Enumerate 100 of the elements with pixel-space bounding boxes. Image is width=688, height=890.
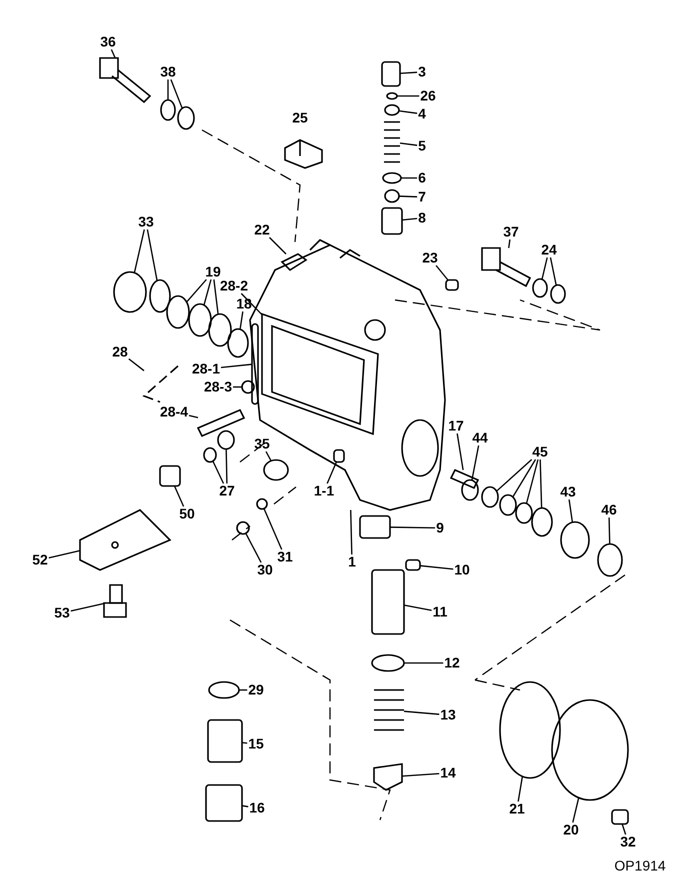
callout-number: 36: [99, 34, 117, 50]
callout-number: 12: [443, 656, 461, 670]
callout-number: 38: [159, 64, 177, 80]
dashed-bracket-line: [142, 365, 179, 403]
ring-drawing: [532, 278, 548, 298]
leader-line: [471, 445, 480, 480]
part-drawing: [103, 584, 127, 618]
part-drawing: [405, 559, 421, 571]
callout-number: 52: [31, 552, 49, 568]
leader-line: [174, 486, 184, 507]
leader-line: [48, 550, 80, 559]
callout-number: 3: [417, 64, 427, 80]
leader-line: [269, 237, 286, 254]
leader-line: [70, 602, 104, 612]
ring-drawing: [560, 521, 590, 559]
leader-line: [350, 510, 352, 555]
drawing-number: OP1914: [613, 858, 667, 874]
ring-drawing: [217, 430, 235, 450]
ring-drawing: [208, 681, 240, 699]
leader-line: [128, 358, 144, 372]
callout-number: 16: [248, 800, 266, 816]
ring-drawing: [149, 279, 171, 313]
leader-line: [220, 364, 252, 368]
leader-line: [167, 80, 169, 100]
leader-line: [420, 565, 454, 570]
ring-drawing: [597, 543, 623, 577]
part-drawing: [481, 247, 532, 288]
leader-line: [242, 742, 248, 744]
part-drawing: [381, 61, 401, 87]
callout-number: 33: [137, 214, 155, 230]
ring-drawing: [551, 699, 629, 801]
leader-line: [212, 460, 224, 484]
callout-number: 11: [432, 604, 448, 620]
ring-drawing: [371, 654, 405, 672]
leader-line: [146, 229, 158, 281]
part-drawing: [159, 465, 181, 487]
leader-line: [496, 459, 532, 492]
leader-line: [233, 386, 242, 388]
leader-line: [540, 459, 542, 508]
leader-line: [572, 798, 580, 823]
callout-number: 6: [417, 170, 427, 186]
part-drawing: [79, 509, 172, 571]
leader-line: [518, 776, 524, 802]
part-drawing: [445, 279, 459, 291]
callout-number: 22: [253, 222, 271, 238]
ring-drawing: [461, 479, 479, 501]
leader-line: [436, 265, 448, 280]
ring-drawing: [499, 681, 561, 779]
callout-number: 1-1: [312, 484, 336, 498]
callout-number: 37: [502, 224, 520, 240]
leader-line: [622, 824, 626, 835]
leader-line: [541, 257, 548, 280]
ring-drawing: [384, 104, 400, 116]
ring-drawing: [227, 328, 249, 358]
callout-number: 30: [256, 562, 274, 578]
callout-number: 20: [562, 822, 580, 838]
callout-number: 28-2: [218, 278, 250, 294]
callout-number: 29: [247, 682, 265, 698]
leader-line: [390, 526, 436, 529]
callout-number: 26: [419, 88, 437, 104]
part-drawing: [450, 468, 480, 490]
leader-line: [213, 279, 219, 314]
part-drawing: [196, 408, 246, 438]
callout-number: 5: [417, 138, 427, 154]
leader-line: [512, 459, 536, 498]
part-drawing: [373, 689, 405, 731]
leader-line: [568, 499, 574, 522]
ring-drawing: [236, 521, 250, 535]
callout-number: 8: [417, 210, 427, 226]
callout-number: 23: [421, 250, 439, 266]
callout-number: 45: [531, 444, 549, 460]
leader-line: [110, 49, 116, 58]
part-drawing: [371, 569, 405, 635]
ring-drawing: [203, 447, 217, 463]
ring-drawing: [188, 303, 212, 337]
ring-drawing: [160, 99, 176, 121]
ring-drawing: [241, 380, 255, 394]
leader-line: [239, 689, 248, 691]
ring-drawing: [550, 284, 566, 304]
leader-line: [550, 257, 557, 286]
callout-number: 28: [111, 344, 129, 360]
callout-number: 32: [619, 834, 637, 850]
callout-number: 21: [508, 802, 526, 816]
ring-drawing: [384, 189, 400, 203]
callout-number: 27: [218, 484, 236, 498]
leader-line: [400, 142, 418, 146]
callout-number: 1: [347, 554, 357, 570]
leader-line: [239, 311, 244, 330]
leader-line: [401, 177, 418, 179]
part-drawing: [207, 719, 243, 763]
leader-line: [526, 459, 539, 504]
leader-line: [456, 433, 464, 470]
leader-line: [400, 72, 418, 74]
leader-line: [170, 79, 183, 109]
part-drawing: [611, 809, 629, 825]
ring-drawing: [177, 106, 195, 130]
leader-line: [404, 710, 440, 715]
leader-line: [263, 508, 282, 550]
part-drawing: [261, 312, 379, 436]
ring-drawing: [481, 486, 499, 508]
